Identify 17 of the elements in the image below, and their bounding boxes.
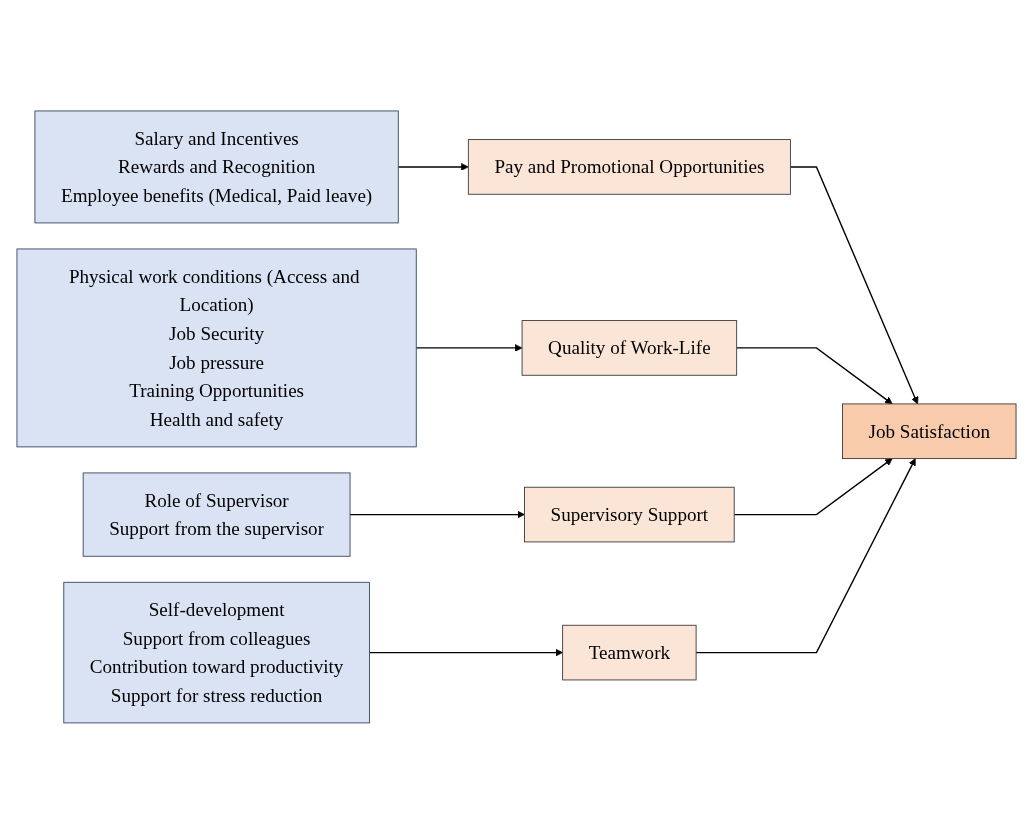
node-box: Pay and Promotional Opportunities [467,138,791,195]
arrow [789,165,919,404]
node-box: Teamwork [562,624,697,680]
arrow [735,346,893,404]
node-box: Salary and Incentives Rewards and Recognition Employee benefits (Medical, Paid leave) [34,110,399,223]
node-box: Supervisory Support [524,486,735,542]
arrow [733,457,893,515]
arrow [368,648,563,656]
arrow [695,457,916,653]
node-box: Quality of Work-Life [521,319,738,376]
arrow [349,510,525,518]
node-box: Role of Supervisor Support from the supervisor [82,472,351,557]
node-box: Self-development Support from colleagues Contribution toward productivity Support for stress reduction [63,581,370,723]
node-box: Job Satisfaction [842,403,1017,459]
arrow [397,162,469,171]
arrow [415,343,523,352]
node-box: Physical work conditions (Access and Location) Job Security Job pressure Training Opportunities Health and safety [16,248,417,447]
